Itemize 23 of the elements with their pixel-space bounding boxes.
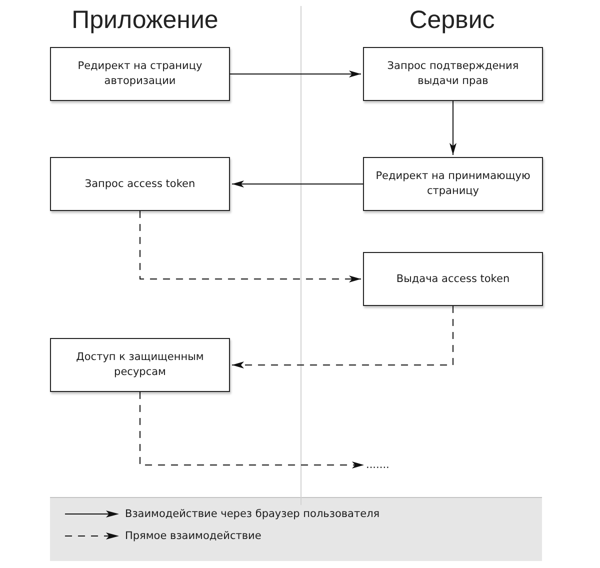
process-box [363,157,543,211]
dashed-arrow [232,306,454,368]
process-box [363,47,543,101]
box-label: Доступ к защищенным ресурсам [75,350,205,380]
continuation-text: ....... [366,458,390,472]
arrow [450,100,456,156]
box-label: Запрос access token [84,176,196,192]
legend-text: Взаимодействие через браузер пользователя [125,507,380,521]
process-box [50,338,230,392]
box-label: Редирект на страницу авторизации [76,59,204,89]
box-label: Запрос подтверждения выдачи прав [386,59,520,89]
process-box [363,252,543,306]
process-box [50,157,230,211]
dashed-arrow [140,210,362,282]
arrow [230,70,362,78]
box-label: Выдача access token [396,272,510,286]
arrow [232,180,364,188]
dashed-arrow [140,392,364,468]
box-label: Редирект на принимающую страницу [374,169,532,199]
column-heading: Приложение [72,5,218,35]
column-heading: Сервис [409,5,495,35]
process-box [50,47,230,101]
legend-text: Прямое взаимодействие [125,529,262,543]
